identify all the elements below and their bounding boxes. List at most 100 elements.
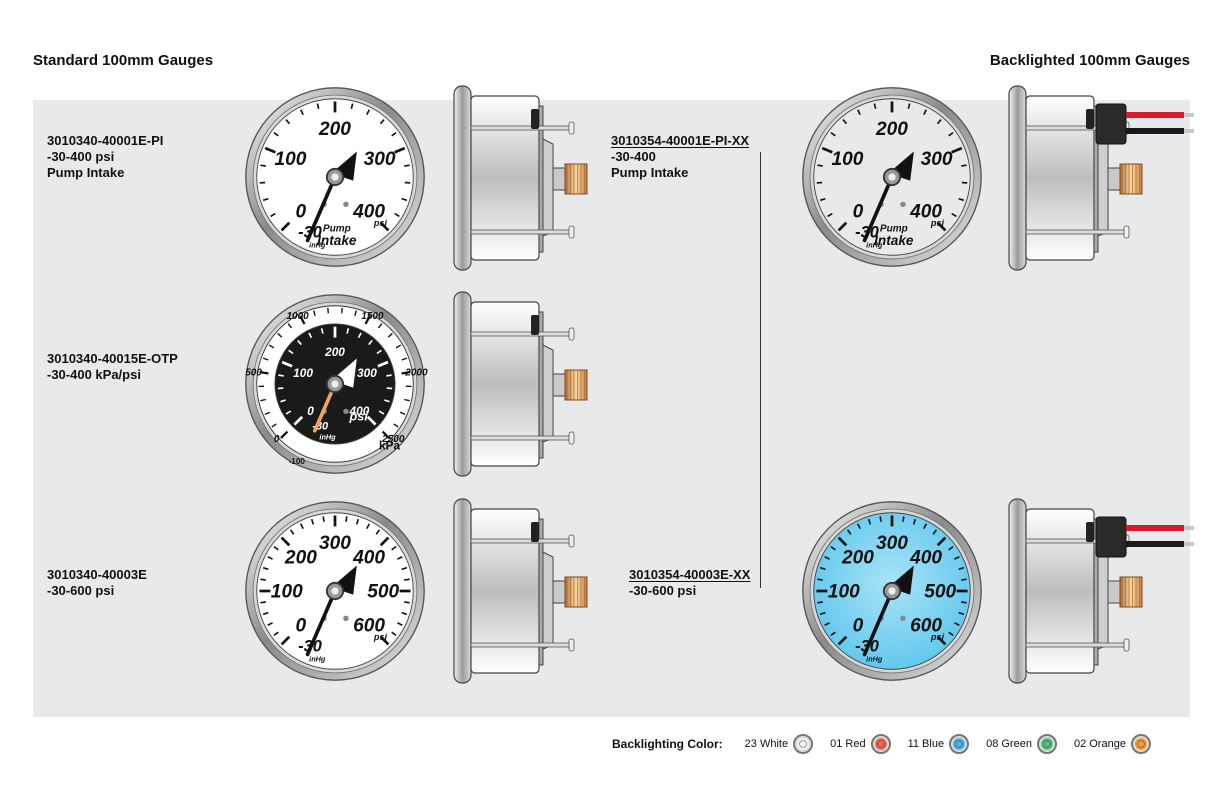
scale-label: 300 xyxy=(364,149,396,170)
part-number: 3010340-40001E-PI xyxy=(47,133,164,148)
description: Pump Intake xyxy=(611,165,689,180)
vacuum-unit-label: inHg xyxy=(866,240,883,249)
legend-item-red: 01 Red xyxy=(830,734,891,754)
scale-label: 0 xyxy=(296,615,307,636)
scale-label: 0 xyxy=(296,201,307,222)
red-wire-icon xyxy=(1126,525,1184,531)
legend-item-blue: 11 Blue xyxy=(908,734,970,754)
needle-icon xyxy=(305,589,337,657)
legend-label: 01 Red xyxy=(830,738,866,750)
red-wire-icon xyxy=(1126,112,1184,118)
scale-label: 500 xyxy=(924,581,956,602)
legend-item-orange: 02 Orange xyxy=(1074,734,1151,754)
scale-label: 100 xyxy=(831,149,863,170)
caption-label: Intake xyxy=(874,233,914,248)
black-wire-icon xyxy=(1126,541,1184,547)
unit-label: psi xyxy=(930,218,945,228)
part-number: 3010354-40003E-XX xyxy=(629,567,751,582)
scale-label: 400 xyxy=(909,201,942,222)
label-g3: 3010340-40003E -30-600 psi xyxy=(47,567,147,599)
gauge-side-g3 xyxy=(453,498,588,684)
needle-icon xyxy=(305,175,337,243)
part-number: 3010340-40015E-OTP xyxy=(47,351,178,366)
color-swatch-icon xyxy=(1130,734,1151,754)
needle-icon xyxy=(862,175,894,243)
outer-unit-label: kPa xyxy=(379,439,400,453)
scale-label: 100 xyxy=(828,581,860,602)
scale-label: 0 xyxy=(307,404,314,418)
scale-label: 200 xyxy=(284,547,317,568)
range: -30-400 psi xyxy=(47,149,115,164)
outer-scale-label: 0 xyxy=(274,434,280,445)
scale-label: 100 xyxy=(274,149,306,170)
gauge-panel xyxy=(33,100,1190,717)
vacuum-unit-label: inHg xyxy=(309,240,326,249)
legend-label: 11 Blue xyxy=(907,738,945,750)
dial-dot xyxy=(900,615,906,622)
header-backlighted-gauges: Backlighted 100mm Gauges xyxy=(989,52,1190,69)
gauge-side-g2 xyxy=(453,291,588,477)
dial-dot xyxy=(343,201,349,208)
outer-min-label: -100 xyxy=(289,457,306,466)
vacuum-unit-label: inHg xyxy=(866,654,883,663)
color-swatch-icon xyxy=(870,734,891,754)
gauge-side-b1 xyxy=(1008,85,1194,271)
part-number: 3010354-40001E-PI-XX xyxy=(611,133,750,148)
unit-label: psi xyxy=(930,632,945,642)
label-g2: 3010340-40015E-OTP -30-400 kPa/psi xyxy=(47,351,178,383)
header-standard-gauges: Standard 100mm Gauges xyxy=(33,52,214,69)
legend-item-green: 08 Green xyxy=(986,734,1057,754)
gauge-side-b2 xyxy=(1008,498,1194,684)
description: Pump Intake xyxy=(47,165,125,180)
scale-label: 200 xyxy=(875,119,908,140)
legend-label: 23 White xyxy=(744,738,789,750)
legend-label: 02 Orange xyxy=(1073,738,1126,750)
legend-label: 08 Green xyxy=(986,738,1032,750)
color-swatch-icon xyxy=(1036,734,1057,754)
brass-fitting-icon xyxy=(564,576,588,608)
outer-scale-label: 1500 xyxy=(361,311,384,322)
caption-label: Intake xyxy=(317,233,357,248)
scale-label: 200 xyxy=(318,119,351,140)
range: -30-400 xyxy=(611,149,656,164)
brass-fitting-icon xyxy=(1119,163,1143,195)
legend-item-white: 23 White xyxy=(744,734,814,754)
dial-dot xyxy=(343,408,349,415)
scale-label: 300 xyxy=(876,533,908,554)
outer-scale-label: 1000 xyxy=(286,311,309,322)
outer-scale-label: 500 xyxy=(245,368,262,379)
vacuum-unit-label: inHg xyxy=(309,654,326,663)
legend-title: Backlighting Color: xyxy=(612,737,723,751)
scale-label: 0 xyxy=(853,615,864,636)
outer-scale-label: 2500 xyxy=(381,434,405,445)
label-b2: 3010354-40003E-XX -30-600 psi xyxy=(629,567,750,599)
caption-label: Pump xyxy=(880,224,908,235)
part-number: 3010340-40003E xyxy=(47,567,147,582)
color-swatch-icon xyxy=(793,734,814,754)
label-g1: 3010340-40001E-PI -30-400 psi Pump Intak… xyxy=(47,133,163,181)
backlighting-legend: Backlighting Color: 23 White 01 Red 11 B… xyxy=(612,731,1168,757)
brass-fitting-icon xyxy=(564,163,588,195)
scale-label: 300 xyxy=(921,149,953,170)
dial-dot xyxy=(343,615,349,622)
brass-fitting-icon xyxy=(1119,576,1143,608)
scale-label: 400 xyxy=(352,547,385,568)
range: -30-400 kPa/psi xyxy=(47,367,141,382)
connector-line xyxy=(760,152,761,588)
scale-label: 100 xyxy=(271,581,303,602)
range: -30-600 psi xyxy=(47,583,115,598)
brass-fitting-icon xyxy=(564,369,588,401)
scale-label: 500 xyxy=(367,581,399,602)
dial-dot xyxy=(900,201,906,208)
scale-label: 300 xyxy=(357,366,377,380)
black-wire-icon xyxy=(1126,128,1184,134)
unit-label: psi xyxy=(348,408,368,423)
outer-scale-label: 2000 xyxy=(404,368,428,379)
scale-label: 600 xyxy=(353,615,385,636)
scale-label: 400 xyxy=(909,547,942,568)
wire-grommet-icon xyxy=(1095,516,1127,558)
wire-grommet-icon xyxy=(1095,103,1127,145)
